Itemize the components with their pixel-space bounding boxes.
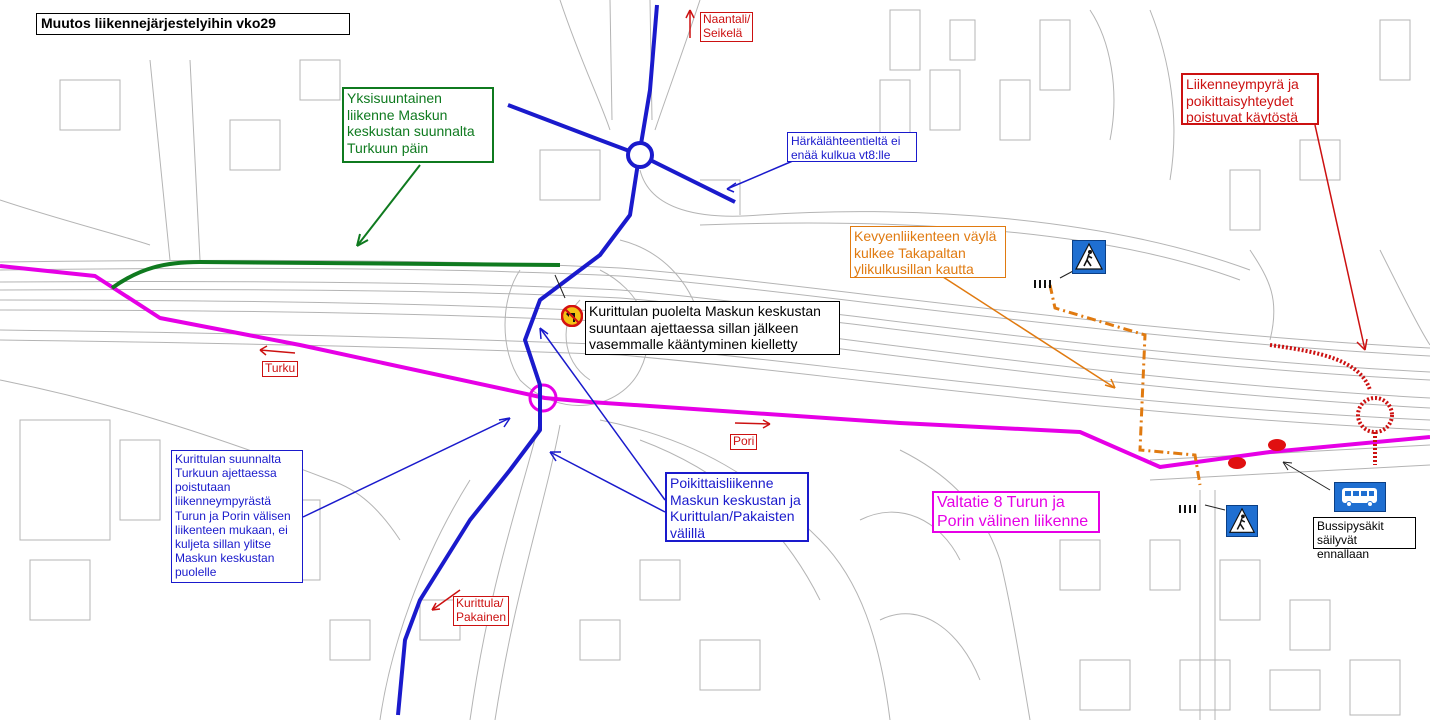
pedestrian-crossing-sign-icon — [1072, 240, 1106, 274]
note-kurittula-turku: Kurittulan suunnalta Turkuun ajettaessa … — [171, 450, 303, 583]
note-bus-stops: Bussipysäkit säilyvät ennallaan — [1313, 517, 1416, 561]
pedestrian-crossing-sign-icon — [1226, 505, 1258, 537]
roundabout-magenta — [528, 383, 558, 413]
bus-stop-dot — [1228, 457, 1246, 469]
bus-stop-dot — [1268, 439, 1286, 451]
map-title: Muutos liikennejärjestelyihin vko29 — [36, 13, 350, 35]
removed-pointer — [1314, 124, 1366, 351]
light-traffic-route — [1048, 284, 1202, 486]
direction-arrows — [259, 9, 771, 611]
roundabout-blue — [626, 141, 654, 169]
no-left-turn-sign-icon — [560, 304, 584, 328]
note-oneway: Yksisuuntainen liikenne Maskun keskustan… — [342, 87, 494, 163]
note-cross-traffic: Poikittaisliikenne Maskun keskustan ja K… — [665, 472, 809, 542]
oneway-route — [110, 259, 561, 290]
note-light-traffic: Kevyenliikenteen väylä kulkee Takapaltan… — [850, 226, 1006, 278]
blue-pointers — [302, 159, 796, 518]
note-roundabout-removed: Liikenneympyrä ja poikittaisyhteydet poi… — [1181, 73, 1319, 125]
crosswalk-marks — [1034, 280, 1196, 513]
direction-naantali: Naantali/ Seikelä — [700, 12, 754, 42]
direction-kurittula: Kurittula/ Pakainen — [453, 596, 510, 626]
bus-sign-icon — [1334, 482, 1386, 512]
note-left-turn: Kurittulan puolelta Maskun keskustan suu… — [585, 301, 840, 355]
light-traffic-pointer — [939, 274, 1116, 389]
direction-pori: Pori — [730, 434, 758, 450]
oneway-pointer — [356, 164, 421, 247]
valtatie-route — [0, 264, 1430, 469]
note-valtatie: Valtatie 8 Turun ja Porin välinen liiken… — [932, 491, 1100, 533]
blue-cross-route — [507, 103, 736, 204]
note-harkala: Härkälähteentieltä ei enää kulkua vt8:ll… — [787, 132, 917, 162]
removed-roundabout — [1269, 343, 1394, 465]
direction-turku: Turku — [262, 361, 299, 377]
